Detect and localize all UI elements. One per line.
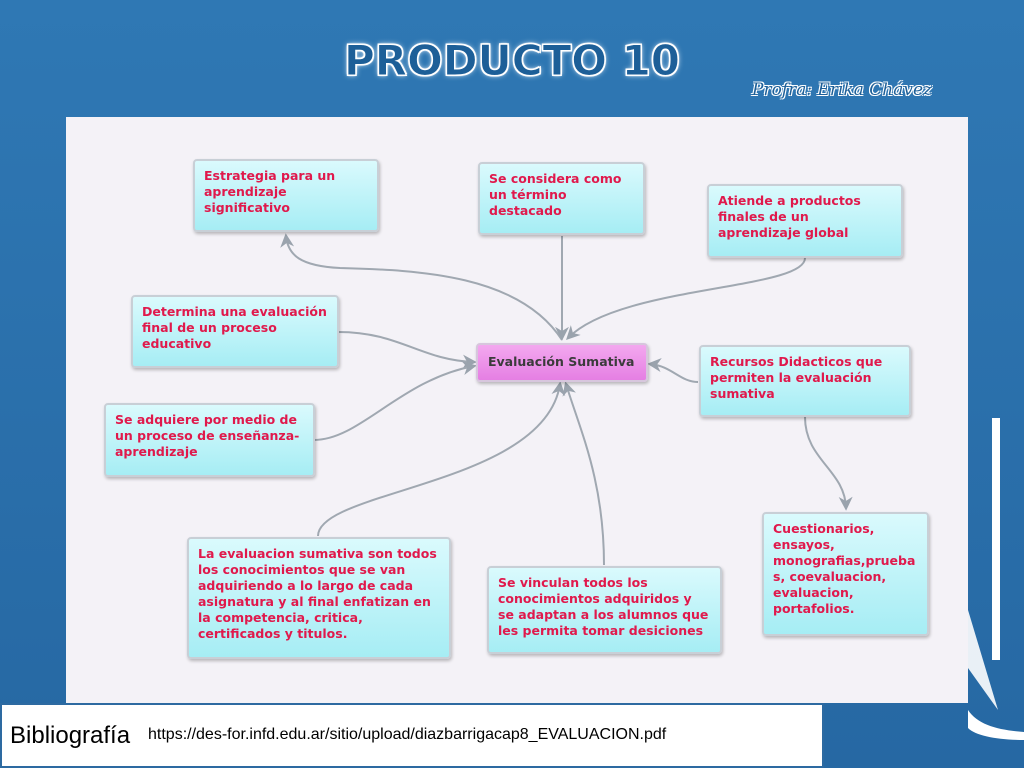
node-estrategia: Estrategia para un aprendizaje significa… bbox=[193, 159, 379, 232]
arrow-from-productos bbox=[566, 257, 806, 340]
node-determina: Determina una evaluación final de un pro… bbox=[131, 295, 339, 368]
arrow-from-conocimientos bbox=[317, 381, 566, 537]
author-signature: Profra: Erika Chávez bbox=[752, 80, 933, 100]
arrow-from-determina bbox=[337, 331, 477, 369]
arrow-from-adquiere bbox=[313, 361, 477, 441]
slide-title: PRODUCTO 10 bbox=[343, 36, 681, 86]
node-vinculan: Se vinculan todos los conocimientos adqu… bbox=[487, 566, 722, 654]
bibliography-link[interactable]: https://des-for.infd.edu.ar/sitio/upload… bbox=[148, 726, 667, 743]
node-conocimientos: La evaluacion sumativa son todos los con… bbox=[187, 537, 451, 659]
node-termino: Se considera como un término destacado bbox=[478, 162, 645, 235]
arrow-to-cuestionarios bbox=[804, 416, 853, 511]
node-recursos: Recursos Didacticos que permiten la eval… bbox=[699, 345, 911, 417]
node-productos: Atiende a productos finales de un aprend… bbox=[707, 184, 903, 258]
node-cuestionarios: Cuestionarios, ensayos, monografias,prue… bbox=[762, 512, 929, 636]
bibliography-box bbox=[0, 703, 824, 768]
arrow-from-vinculan bbox=[562, 381, 605, 566]
decorative-shapes bbox=[968, 418, 1024, 740]
node-adquiere: Se adquiere por medio de un proceso de e… bbox=[104, 403, 315, 477]
arrow-to-estrategia bbox=[280, 233, 563, 341]
node-evaluacion-sumativa: Evaluación Sumativa bbox=[476, 343, 648, 382]
arrow-from-recursos bbox=[647, 358, 699, 383]
bibliography-label: Bibliografía bbox=[10, 722, 131, 749]
